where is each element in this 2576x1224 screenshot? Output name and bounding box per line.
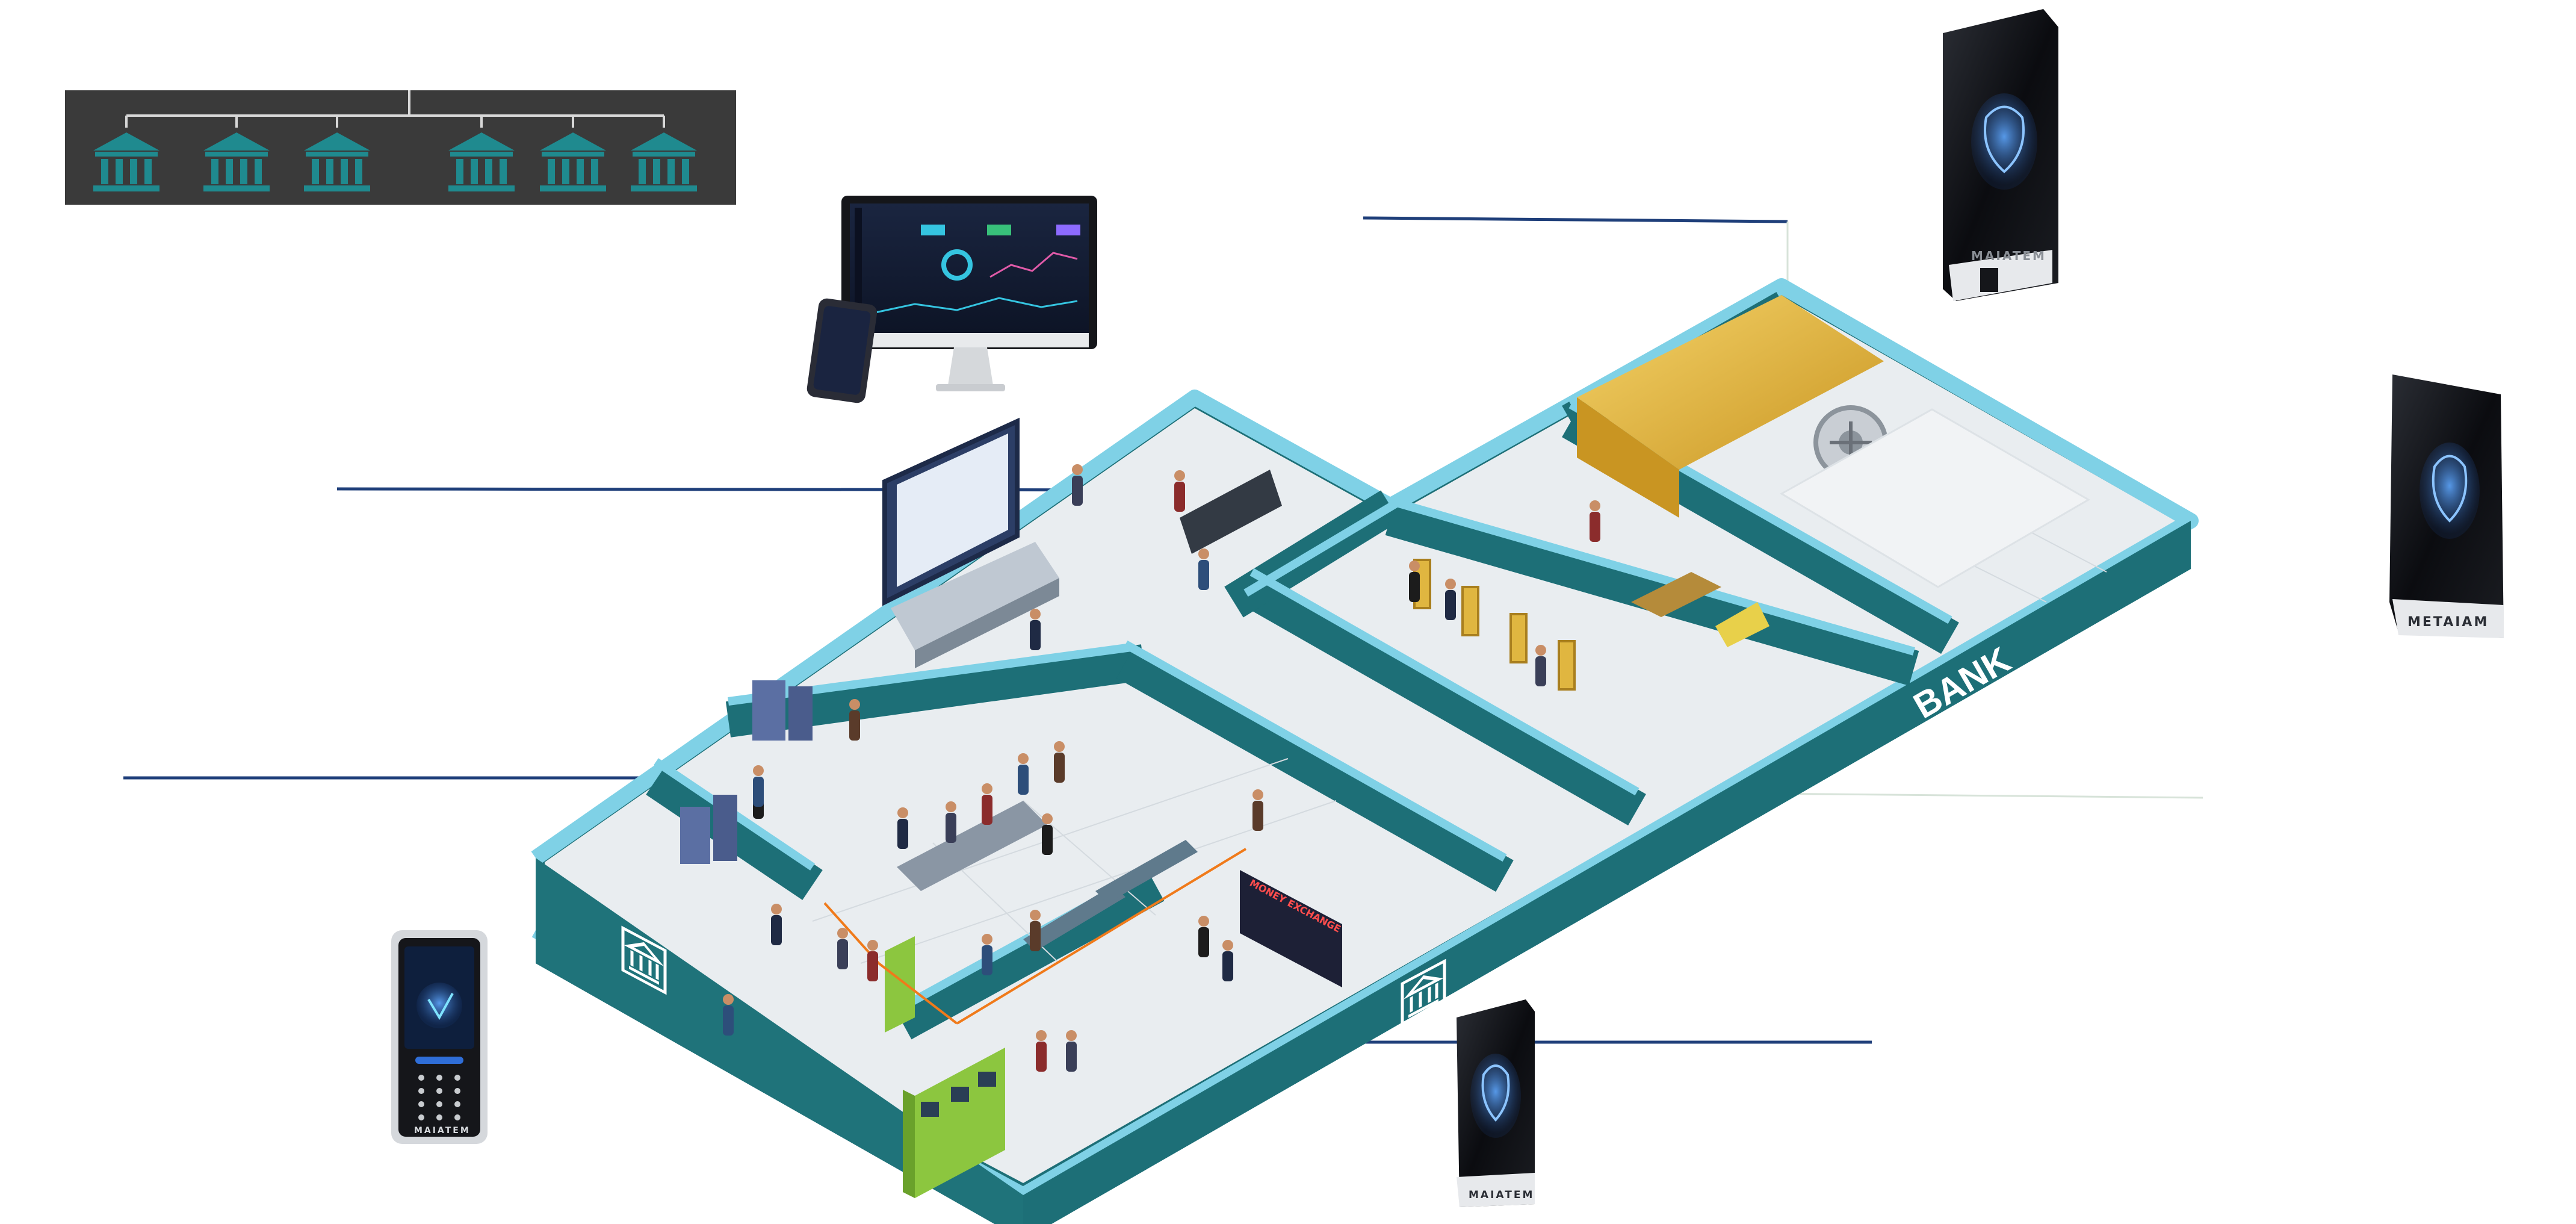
keypad-key (436, 1101, 442, 1107)
keypad-key (454, 1114, 460, 1120)
atm-icon (903, 1048, 1005, 1198)
person-figure (1198, 916, 1209, 957)
person-figure (837, 928, 848, 969)
bank-floor-plan (531, 278, 2199, 1224)
keypad-key (418, 1114, 424, 1120)
face-recognition-keypad-terminal: MAIATEM (391, 930, 488, 1144)
people-figures (723, 464, 1600, 1072)
person-figure (982, 934, 992, 975)
person-figure (1409, 561, 1420, 602)
person-figure (1030, 910, 1041, 951)
bank-building-icon (304, 132, 370, 191)
device-brand-top: MAIATEM (1971, 249, 2046, 263)
person-figure (1030, 609, 1041, 650)
monitor-icon (841, 196, 1097, 391)
wall-bank-icon-right (1401, 958, 1446, 1028)
face-recognition-terminal-top: MAIATEM (1943, 9, 2058, 301)
person-figure (1036, 1030, 1047, 1072)
smartphone-icon (807, 298, 878, 403)
branch-network-panel (65, 90, 736, 205)
person-figure (1252, 789, 1263, 831)
wall-bank-icon-left (621, 925, 667, 995)
person-figure (1590, 500, 1600, 542)
keypad-key (454, 1088, 460, 1094)
keypad-key (418, 1075, 424, 1081)
bank-building-icon (448, 132, 515, 191)
person-figure (753, 765, 764, 807)
keypad-key (454, 1101, 460, 1107)
device-brand-bottom: MAIATEM (1469, 1189, 1534, 1201)
bank-building-icon (631, 132, 697, 191)
person-figure (946, 801, 956, 843)
device-brand-keypad: MAIATEM (414, 1126, 471, 1135)
person-figure (1042, 813, 1053, 855)
person-figure (1445, 579, 1456, 620)
device-brand-right: METAIAM (2407, 615, 2489, 630)
person-figure (1066, 1030, 1077, 1072)
keypad-key (418, 1101, 424, 1107)
person-figure (1018, 753, 1029, 795)
bank-building-icon (540, 132, 606, 191)
keypad-key (418, 1088, 424, 1094)
keypad-key (436, 1075, 442, 1081)
bank-building-icon (93, 132, 159, 191)
person-figure (849, 699, 860, 741)
person-figure (1222, 940, 1233, 981)
person-figure (1072, 464, 1083, 506)
person-figure (1054, 741, 1065, 783)
person-figure (1198, 548, 1209, 590)
face-recognition-terminal-bottom: MAIATEM (1457, 999, 1535, 1207)
person-figure (1535, 645, 1546, 686)
person-figure (723, 994, 734, 1036)
person-figure (771, 904, 782, 945)
face-recognition-terminal-right: METAIAM (2389, 374, 2504, 638)
person-figure (982, 783, 992, 825)
bank-building-icon (203, 132, 270, 191)
person-figure (1174, 470, 1185, 512)
keypad-key (436, 1088, 442, 1094)
keypad-key (436, 1114, 442, 1120)
person-figure (867, 940, 878, 981)
keypad-key (454, 1075, 460, 1081)
person-figure (897, 807, 908, 849)
